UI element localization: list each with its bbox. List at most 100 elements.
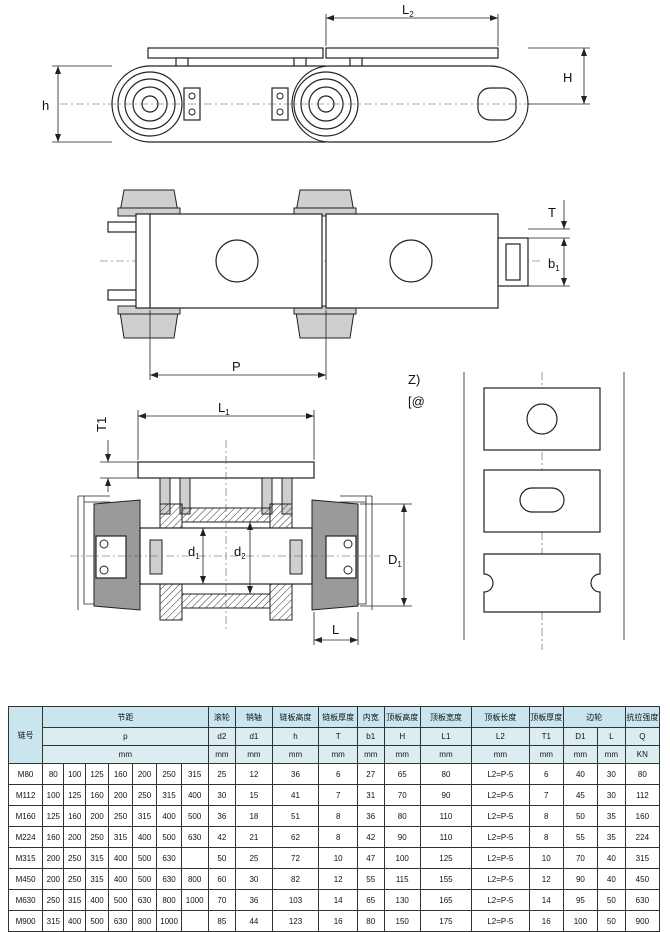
header-cell: mm — [471, 745, 530, 764]
pitch-cell: 200 — [84, 805, 110, 827]
note-bracket: [@ — [408, 394, 425, 409]
header-model: 链号 — [7, 706, 44, 764]
value-cell: 110 — [419, 805, 473, 827]
value-cell: 70 — [562, 847, 598, 869]
value-cell: 65 — [383, 763, 421, 785]
pitch-cell: 630 — [131, 889, 158, 911]
pitch-cell: 315 — [131, 805, 158, 827]
pitch-cell: 250 — [63, 868, 86, 890]
pitch-cell: 315 — [42, 910, 65, 932]
value-cell: 18 — [235, 805, 273, 827]
value-cell: 95 — [562, 889, 598, 911]
cross-section-view: d1 d2 L1 T1 D1 L — [70, 400, 412, 645]
technical-drawing: L2 H h — [42, 2, 625, 650]
value-cell: 30 — [596, 763, 626, 785]
value-cell: 16 — [318, 910, 358, 932]
dim-L-label: L — [332, 622, 339, 637]
value-cell: 72 — [271, 847, 320, 869]
value-cell: 47 — [356, 847, 385, 869]
pitch-cell: 800 — [156, 889, 182, 911]
pitch-cell: 400 — [108, 868, 133, 890]
model-cell: M112 — [7, 784, 44, 806]
dim-T1-label: T1 — [94, 417, 109, 432]
value-cell: 44 — [235, 910, 273, 932]
value-cell: 51 — [271, 805, 320, 827]
model-cell: M630 — [7, 889, 44, 911]
pitch-cell: 250 — [63, 847, 86, 869]
value-cell: 31 — [356, 784, 385, 806]
value-cell: 165 — [419, 889, 473, 911]
pitch-cell — [180, 910, 209, 932]
header-cell: mm — [318, 745, 358, 764]
value-cell: 8 — [318, 805, 358, 827]
pitch-cell: 630 — [156, 868, 182, 890]
header-cell: b1 — [356, 727, 385, 746]
value-cell: 42 — [356, 826, 385, 848]
pitch-cell: 160 — [63, 805, 86, 827]
model-cell: M450 — [7, 868, 44, 890]
pitch-cell: 500 — [84, 910, 110, 932]
value-cell: 30 — [235, 868, 273, 890]
value-cell: 150 — [383, 910, 421, 932]
value-cell: 30 — [207, 784, 237, 806]
header-cell: d2 — [207, 727, 237, 746]
pitch-cell: 200 — [131, 763, 158, 785]
value-cell: 16 — [528, 910, 564, 932]
model-cell: M315 — [7, 847, 44, 869]
spec-table: 链号 节距 滚轮 销轴 链板高度 链板厚度 内宽 顶板高度 顶板宽度 顶板长度 … — [7, 706, 661, 932]
pitch-cell: 400 — [180, 784, 209, 806]
value-cell: L2=P-5 — [471, 826, 530, 848]
value-cell: 36 — [271, 763, 320, 785]
pitch-cell: 200 — [42, 847, 65, 869]
pitch-cell: 400 — [131, 826, 158, 848]
pitch-cell: 100 — [63, 763, 86, 785]
side-elevation-view: L2 H h — [42, 2, 590, 143]
value-cell: 36 — [235, 889, 273, 911]
note-z: Z) — [408, 372, 420, 387]
pitch-cell: 400 — [156, 805, 182, 827]
header-cell: L2 — [471, 727, 530, 746]
value-cell: 25 — [235, 847, 273, 869]
header-cell: mm — [528, 745, 564, 764]
value-cell: L2=P-5 — [471, 784, 530, 806]
dim-b1-label: b1 — [548, 256, 560, 273]
dim-L1-label: L1 — [218, 400, 230, 417]
dim-h-label: h — [42, 98, 49, 113]
pitch-cell: 250 — [156, 763, 182, 785]
header-d1-name: 销轴 — [235, 706, 273, 728]
value-cell: L2=P-5 — [471, 889, 530, 911]
dim-D1-label: D1 — [388, 552, 402, 569]
value-cell: 80 — [383, 805, 421, 827]
value-cell: 62 — [271, 826, 320, 848]
value-cell: 10 — [528, 847, 564, 869]
value-cell: 14 — [318, 889, 358, 911]
value-cell: 30 — [596, 784, 626, 806]
dim-H-label: H — [563, 70, 572, 85]
header-cell: mm — [419, 745, 473, 764]
header-T1-name: 顶板厚度 — [528, 706, 564, 728]
value-cell: 10 — [318, 847, 358, 869]
value-cell: L2=P-5 — [471, 805, 530, 827]
header-H-name: 顶板高度 — [383, 706, 421, 728]
header-cell: KN — [624, 745, 661, 764]
value-cell: 175 — [419, 910, 473, 932]
dim-d1-label: d1 — [188, 544, 200, 561]
model-cell: M224 — [7, 826, 44, 848]
value-cell: 80 — [419, 763, 473, 785]
value-cell: 12 — [528, 868, 564, 890]
value-cell: L2=P-5 — [471, 868, 530, 890]
value-cell: 70 — [383, 784, 421, 806]
header-cell: mm — [271, 745, 320, 764]
value-cell: 12 — [318, 868, 358, 890]
header-L1-name: 顶板宽度 — [419, 706, 473, 728]
value-cell: 160 — [624, 805, 661, 827]
value-cell: 21 — [235, 826, 273, 848]
value-cell: 35 — [596, 826, 626, 848]
header-h-name: 链板高度 — [271, 706, 320, 728]
value-cell: 41 — [271, 784, 320, 806]
value-cell: 55 — [356, 868, 385, 890]
value-cell: 315 — [624, 847, 661, 869]
value-cell: 42 — [207, 826, 237, 848]
